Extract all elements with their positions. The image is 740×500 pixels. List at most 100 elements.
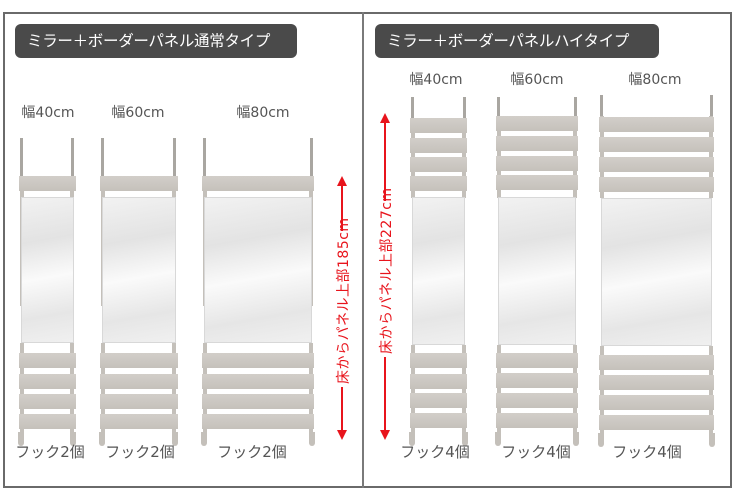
side-post xyxy=(709,346,713,442)
border-slat xyxy=(410,157,467,172)
width-label-60: 幅60cm xyxy=(510,72,564,88)
mirror xyxy=(412,197,465,345)
tension-rod xyxy=(710,95,713,119)
width-label-60: 幅60cm xyxy=(111,105,165,121)
border-slat xyxy=(202,414,314,429)
height-label-185: 床からパネル上部185cm xyxy=(333,217,353,387)
mirror xyxy=(102,197,176,343)
side-post xyxy=(573,345,577,440)
tension-rod xyxy=(71,138,74,178)
tension-rod xyxy=(310,138,313,178)
border-slat xyxy=(202,353,314,368)
width-label-80: 幅80cm xyxy=(236,105,290,121)
foot xyxy=(70,432,76,446)
section-title-normal: ミラー＋ボーダーパネル通常タイプ xyxy=(15,24,297,58)
arrow-down-icon xyxy=(380,430,390,440)
diagram-frame xyxy=(3,12,732,488)
border-slat xyxy=(410,393,467,408)
foot xyxy=(99,432,105,446)
section-divider xyxy=(362,12,364,488)
side-post xyxy=(101,343,105,441)
border-slat xyxy=(19,353,76,368)
tension-rod xyxy=(497,97,500,119)
side-post xyxy=(497,345,501,440)
foot xyxy=(598,433,604,447)
border-slat xyxy=(410,374,467,389)
border-slat xyxy=(410,413,467,428)
tension-rod xyxy=(600,95,603,119)
foot xyxy=(18,432,24,446)
hook-label-40: フック2個 xyxy=(15,443,85,461)
width-label-40: 幅40cm xyxy=(21,105,75,121)
border-slat xyxy=(410,353,467,368)
height-label-227: 床からパネル上部227cm xyxy=(376,187,396,357)
border-slat xyxy=(496,175,578,190)
border-slat xyxy=(410,176,467,191)
border-slat xyxy=(202,374,314,389)
border-slat xyxy=(496,353,578,368)
side-post xyxy=(203,343,207,441)
tension-rod xyxy=(101,138,104,178)
tension-rod xyxy=(411,97,414,119)
border-slat xyxy=(100,374,178,389)
foot xyxy=(172,432,178,446)
hook-label-40: フック4個 xyxy=(400,443,470,461)
border-slat xyxy=(599,117,714,132)
tension-rod xyxy=(463,97,466,119)
border-slat xyxy=(19,394,76,409)
border-slat xyxy=(599,375,714,390)
border-slat xyxy=(599,157,714,172)
mirror xyxy=(601,198,712,346)
foot xyxy=(201,432,207,446)
width-label-80: 幅80cm xyxy=(628,72,682,88)
border-slat xyxy=(496,136,578,151)
border-slat xyxy=(410,118,467,133)
border-slat xyxy=(496,393,578,408)
border-slat xyxy=(410,138,467,153)
border-slat xyxy=(496,373,578,388)
section-title-high: ミラー＋ボーダーパネルハイタイプ xyxy=(375,24,659,58)
border-slat xyxy=(100,414,178,429)
arrow-down-icon xyxy=(337,430,347,440)
tension-rod xyxy=(173,138,176,178)
border-slat xyxy=(496,116,578,131)
side-post xyxy=(20,343,24,441)
border-slat xyxy=(202,394,314,409)
border-slat xyxy=(100,394,178,409)
side-post xyxy=(462,345,466,440)
hook-label-80: フック2個 xyxy=(217,443,287,461)
border-slat xyxy=(496,156,578,171)
border-slat xyxy=(599,395,714,410)
mirror xyxy=(204,197,312,343)
foot xyxy=(709,433,715,447)
width-label-40: 幅40cm xyxy=(409,72,463,88)
hook-label-60: フック4個 xyxy=(501,443,571,461)
side-post xyxy=(172,343,176,441)
border-slat xyxy=(599,355,714,370)
border-slat xyxy=(19,414,76,429)
mirror xyxy=(21,197,74,343)
tension-rod xyxy=(574,97,577,119)
border-slat xyxy=(599,137,714,152)
side-post xyxy=(70,343,74,441)
tension-rod xyxy=(20,138,23,178)
tension-rod xyxy=(203,138,206,178)
border-slat xyxy=(19,176,76,191)
arrow-up-icon xyxy=(337,176,347,186)
border-slat xyxy=(599,177,714,192)
border-slat xyxy=(599,415,714,430)
side-post xyxy=(411,345,415,440)
side-post xyxy=(309,343,313,441)
border-slat xyxy=(100,176,178,191)
foot xyxy=(409,432,415,446)
foot xyxy=(462,432,468,446)
arrow-up-icon xyxy=(380,113,390,123)
border-slat xyxy=(19,374,76,389)
foot xyxy=(309,432,315,446)
border-slat xyxy=(202,176,314,191)
hook-label-60: フック2個 xyxy=(105,443,175,461)
hook-label-80: フック4個 xyxy=(612,443,682,461)
border-slat xyxy=(496,413,578,428)
mirror xyxy=(498,197,576,345)
side-post xyxy=(600,346,604,442)
